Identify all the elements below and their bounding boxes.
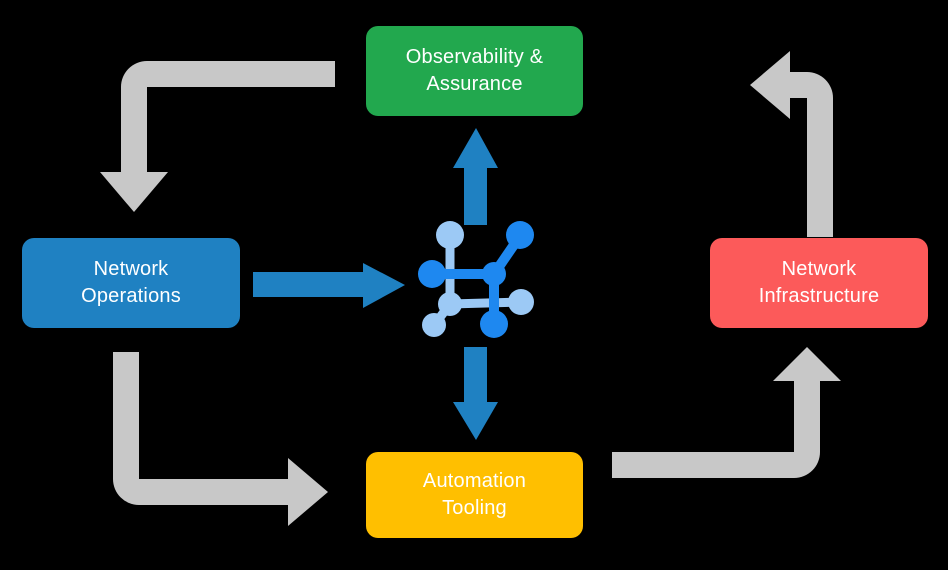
arrow-automation-to-infrastructure	[612, 347, 841, 478]
arrow-observability-to-operations	[100, 61, 335, 212]
node-label-operations-line1: Network	[93, 258, 169, 280]
node-box-observability[interactable]: Observability & Assurance	[366, 26, 583, 116]
arrow-infrastructure-to-observability	[750, 51, 833, 237]
arrow-center-to-automation	[453, 347, 498, 440]
network-nodes-secondary	[422, 221, 534, 337]
node-label-operations-line2: Operations	[81, 285, 181, 307]
node-label-automation-line1: Automation	[422, 470, 527, 492]
node-box-automation-tooling[interactable]: Automation Tooling	[366, 452, 583, 538]
node-label-observability-line1: Observability &	[405, 46, 544, 68]
node-label-infrastructure-line1: Network	[781, 258, 857, 280]
arrow-center-to-observability	[453, 128, 498, 225]
arrow-operations-to-automation	[113, 352, 328, 526]
node-label-automation-line2: Tooling	[442, 497, 507, 519]
node-label-observability-line2: Assurance	[426, 73, 523, 95]
node-box-network-operations[interactable]: Network Operations	[22, 238, 240, 328]
arrow-operations-to-center	[253, 263, 405, 308]
node-box-network-infrastructure[interactable]: Network Infrastructure	[710, 238, 928, 328]
network-topology-icon	[418, 221, 534, 338]
node-label-infrastructure-line2: Infrastructure	[758, 285, 880, 307]
network-nodes-primary	[418, 221, 534, 338]
